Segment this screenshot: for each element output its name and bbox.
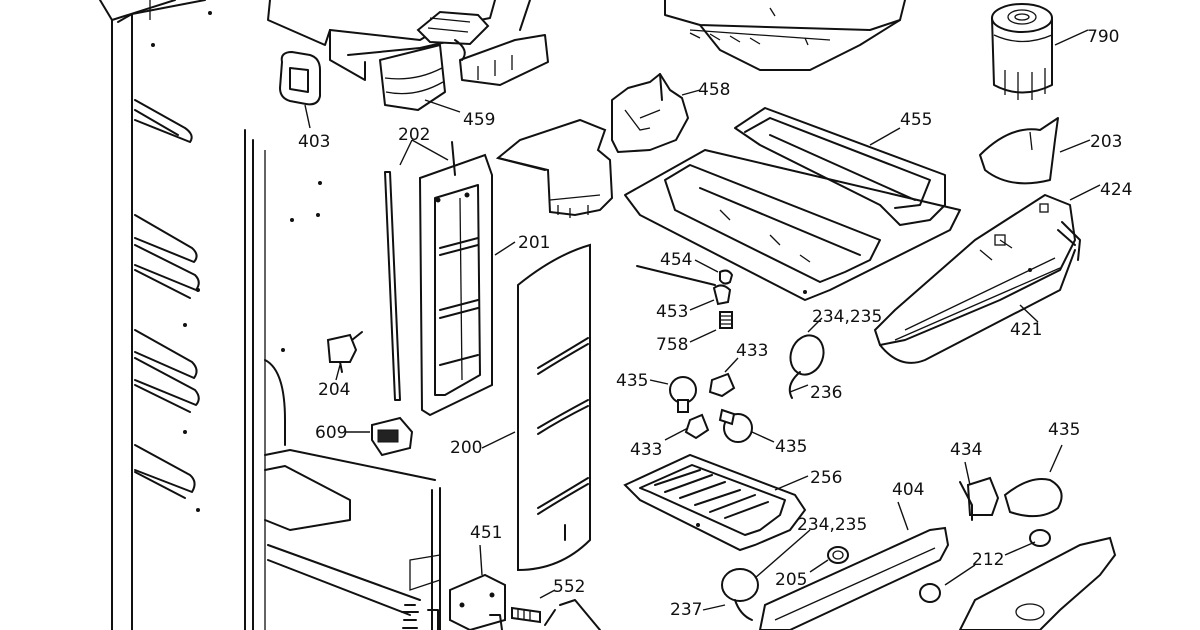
callout-403: 403: [298, 132, 330, 152]
top-bracket-assembly: [267, 0, 549, 111]
callout-421: 421: [1010, 320, 1042, 340]
callout-424: 424: [1100, 180, 1132, 200]
bottom-clutter: [401, 599, 601, 630]
callout-256: 256: [810, 468, 842, 488]
callout-552: 552: [553, 577, 585, 597]
rod-202: [384, 171, 401, 401]
light-bulbs: [669, 372, 1063, 521]
callout-203: 203: [1090, 132, 1122, 152]
callout-237: 237: [670, 600, 702, 620]
callout-609: 609: [315, 423, 347, 443]
cover-right: [958, 536, 1117, 630]
callout-459: 459: [463, 110, 495, 130]
cabinet-liner: [99, 0, 441, 630]
callout-404: 404: [892, 480, 924, 500]
callout-458: 458: [698, 80, 730, 100]
callout-454: 454: [660, 250, 692, 270]
hinge-451: [449, 573, 506, 630]
switch-204: [326, 331, 363, 373]
callout-201: 201: [518, 233, 550, 253]
callout-455: 455: [900, 110, 932, 130]
shelf-base: [624, 149, 961, 301]
housing-421: [874, 194, 1081, 364]
callout-435-right: 435: [1048, 420, 1080, 440]
callout-202: 202: [398, 125, 430, 145]
callout-labels: 790 458 459 403 202 455 203 424 201 454 …: [298, 27, 1132, 620]
panel-201: [418, 141, 493, 417]
callout-790: 790: [1087, 27, 1119, 47]
callout-435-left: 435: [616, 371, 648, 391]
water-filter-790: [991, 3, 1053, 100]
grille-404: [758, 526, 950, 630]
callout-434: 434: [950, 440, 982, 460]
bushing-205: [827, 546, 849, 564]
drip-tray-256: [623, 453, 807, 552]
callout-453: 453: [656, 302, 688, 322]
tray-455: [734, 107, 946, 226]
lens-237: [721, 568, 759, 621]
filter-cover-203: [979, 117, 1059, 185]
callout-212: 212: [972, 550, 1004, 570]
callout-200: 200: [450, 438, 482, 458]
switch-609: [371, 416, 414, 457]
lens-236: [788, 334, 825, 399]
top-tray: [664, 0, 906, 71]
callout-204: 204: [318, 380, 350, 400]
callout-433-lower: 433: [630, 440, 662, 460]
callout-234-235-upper: 234,235: [812, 307, 882, 327]
callout-433-upper: 433: [736, 341, 768, 361]
callout-234-235-lower: 234,235: [797, 515, 867, 535]
leader-lines: [304, 29, 1101, 611]
light-shield-200: [517, 243, 591, 572]
callout-758: 758: [656, 335, 688, 355]
sensor-assembly: [636, 265, 734, 329]
callout-236: 236: [810, 383, 842, 403]
chute-assembly: [495, 73, 689, 218]
gasket-403: [279, 51, 321, 106]
callout-435-middle: 435: [775, 437, 807, 457]
callout-205: 205: [775, 570, 807, 590]
callout-451: 451: [470, 523, 502, 543]
screw-552: [511, 606, 541, 624]
